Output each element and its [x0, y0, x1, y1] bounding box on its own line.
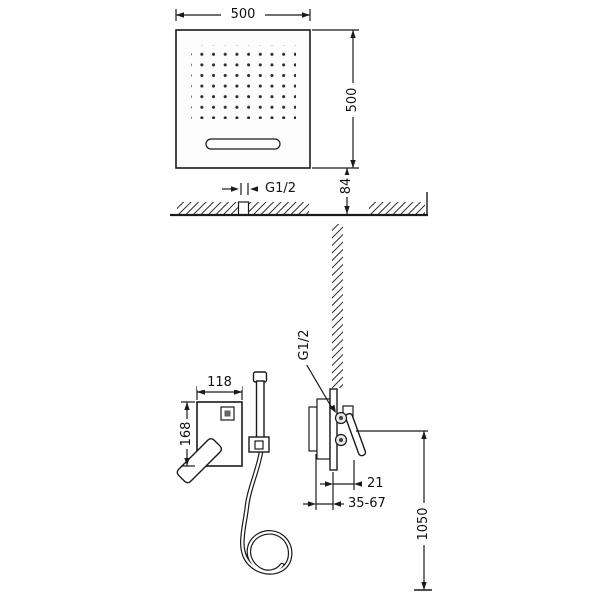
dim-mount-height — [356, 430, 432, 591]
label-mixer-inlet: G1/2 — [297, 325, 312, 365]
mixer-front — [176, 401, 243, 484]
nozzle-grid — [191, 45, 296, 119]
dim-trim-depth — [320, 460, 362, 510]
dim-head-width — [175, 9, 311, 21]
label-head-drop: 84 — [339, 175, 354, 197]
mixer-lever-front — [176, 437, 223, 484]
mixer-lever-side — [344, 412, 367, 457]
hand-shower — [240, 371, 293, 575]
dim-head-inlet — [222, 183, 258, 195]
label-head-width: 500 — [221, 8, 265, 22]
ceiling-section — [170, 192, 428, 217]
label-embed-range: 35-67 — [346, 496, 388, 511]
dim-embed-range — [303, 454, 344, 510]
dim-mixer-height — [181, 401, 195, 467]
label-trim-depth: 21 — [365, 476, 386, 491]
ceiling-inlet-stub — [237, 201, 250, 216]
hand-shower-handle — [255, 380, 265, 439]
dim-head-drop — [344, 168, 350, 214]
concealed-pipe-hatch — [332, 224, 343, 388]
label-mixer-height: 168 — [179, 419, 194, 449]
label-head-inlet: G1/2 — [263, 181, 298, 196]
label-mount-height: 1050 — [416, 505, 431, 543]
dim-head-depth — [312, 29, 359, 169]
waterfall-slot — [205, 138, 281, 150]
concealed-mixer-side — [304, 361, 367, 471]
label-head-depth: 500 — [345, 83, 360, 117]
label-mixer-width: 118 — [197, 376, 242, 390]
ceiling-hatch-right — [369, 202, 425, 214]
